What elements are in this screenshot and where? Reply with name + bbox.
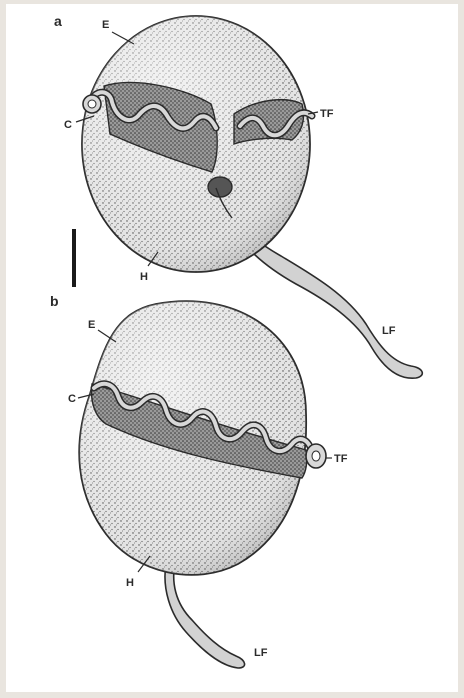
scale-bar [72, 229, 76, 287]
panel-a-label-e: E [102, 19, 109, 31]
panel-b-label-c: C [68, 393, 76, 405]
panel-b-label: b [50, 293, 59, 309]
panel-a-label-tf: TF [320, 108, 334, 120]
panel-b-label-h: H [126, 577, 134, 589]
panel-b: b E C TF H LF [50, 293, 348, 668]
panel-a-label-c: C [64, 119, 72, 131]
panel-a-flagellar-pore [208, 177, 232, 197]
panel-a-label: a [54, 13, 62, 29]
panel-b-longitudinal-flagellum [165, 559, 245, 668]
panel-b-label-tf: TF [334, 453, 348, 465]
figure-frame: a E C TF H LF b [6, 4, 458, 692]
panel-b-label-e: E [88, 319, 95, 331]
panel-a-label-h: H [140, 271, 148, 283]
dinoflagellate-illustration: a E C TF H LF b [6, 4, 458, 692]
panel-b-label-lf: LF [254, 647, 268, 659]
panel-a-label-lf: LF [382, 325, 396, 337]
